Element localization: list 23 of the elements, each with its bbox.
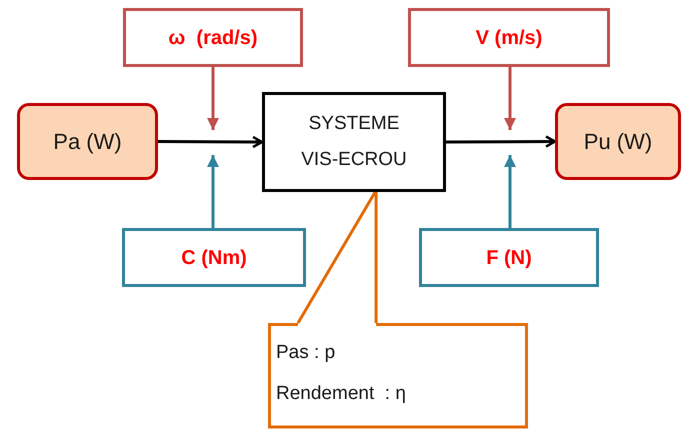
system-label: SYSTEME VIS-ECROU bbox=[300, 112, 408, 172]
quantity-label: F (N) bbox=[486, 246, 532, 270]
input-box bbox=[122, 228, 306, 287]
arrow bbox=[207, 155, 219, 228]
callout-text: Pas : p bbox=[276, 341, 336, 365]
arrow bbox=[446, 135, 556, 148]
arrow bbox=[158, 136, 264, 148]
callout-text: Rendement : η bbox=[276, 382, 406, 406]
arrow bbox=[504, 67, 516, 130]
quantity-label: Pa (W) bbox=[53, 128, 122, 156]
input-box bbox=[408, 8, 610, 67]
power-box bbox=[555, 103, 681, 180]
input-box bbox=[123, 8, 303, 67]
arrow bbox=[207, 67, 219, 130]
quantity-label: Pu (W) bbox=[584, 128, 652, 156]
quantity-label: C (Nm) bbox=[181, 246, 247, 270]
callout-box bbox=[268, 323, 528, 430]
quantity-label: ω (rad/s) bbox=[168, 26, 258, 50]
quantity-label: V (m/s) bbox=[476, 26, 542, 50]
system-box bbox=[262, 92, 446, 192]
power-box bbox=[17, 103, 158, 180]
arrow bbox=[504, 155, 516, 228]
input-box bbox=[419, 228, 599, 287]
